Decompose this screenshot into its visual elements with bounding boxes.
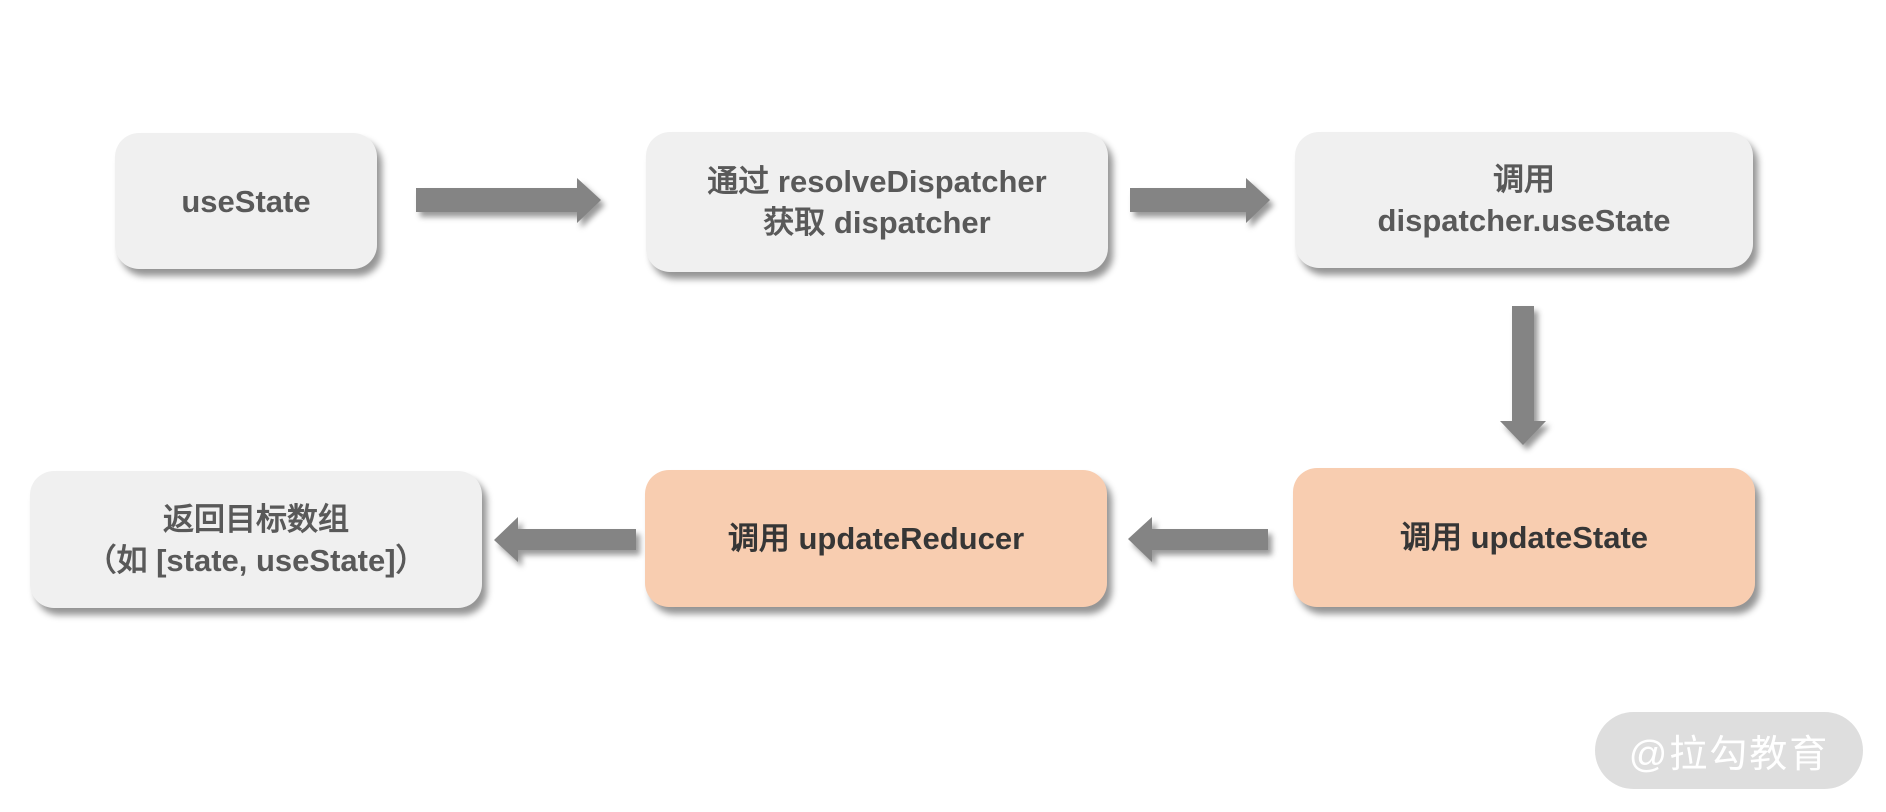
flow-node-dispatcher-usestate: 调用 dispatcher.useState [1295,132,1753,268]
flow-node-label-line1: 调用 [1493,162,1555,197]
flow-node-label-line2: dispatcher.useState [1377,203,1671,238]
flow-node-label-line2: （如 [state, useState]） [85,542,427,578]
watermark-label: @拉勾教育 [1628,734,1830,776]
flow-node-label: 调用 updateState [1399,520,1649,555]
arrow-resolvedispatcher-to-dispatcherusestate [1130,178,1270,223]
flow-node-label-line1: 返回目标数组 [163,501,349,537]
arrow-updatereducer-to-returnarray [494,517,636,562]
flow-node-return-array: 返回目标数组 （如 [state, useState]） [30,471,482,608]
flow-node-label-line1: 通过 resolveDispatcher [707,164,1047,199]
watermark-badge: @拉勾教育 [1595,712,1863,789]
flow-node-update-state: 调用 updateState [1293,468,1755,607]
flow-node-update-reducer: 调用 updateReducer [645,470,1107,607]
flow-node-usestate: useState [115,133,377,269]
flow-node-label: useState [181,183,311,219]
flow-node-label-line2: 获取 dispatcher [763,205,991,240]
arrow-usestate-to-resolvedispatcher [416,178,601,223]
arrow-updatestate-to-updatereducer [1128,517,1268,562]
arrow-dispatcherusestate-to-updatestate [1500,306,1546,445]
flow-node-label: 调用 updateReducer [727,521,1025,556]
flow-node-resolve-dispatcher: 通过 resolveDispatcher 获取 dispatcher [646,132,1108,272]
